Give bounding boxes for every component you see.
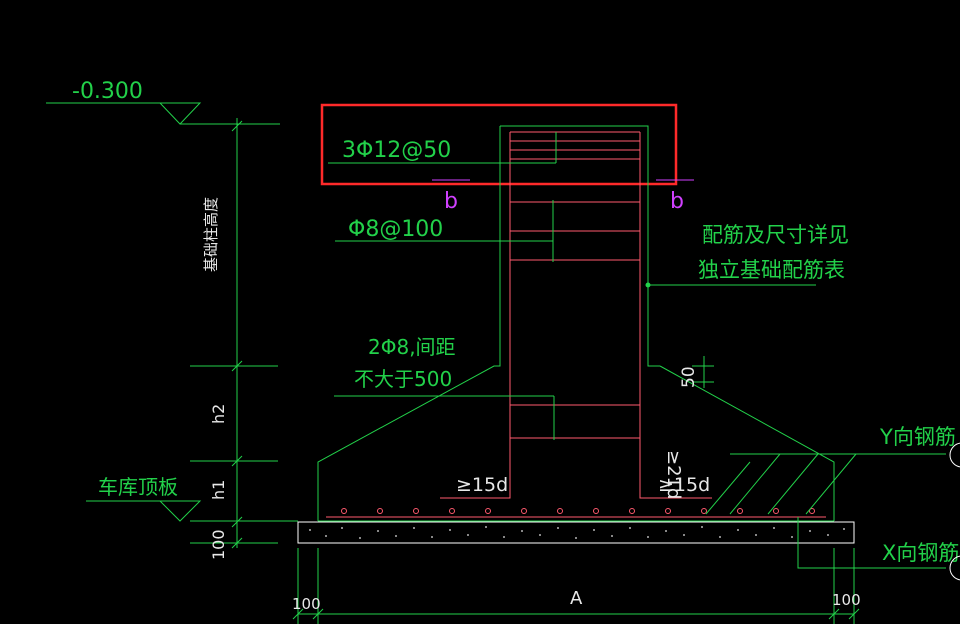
dim-50-label: 50: [679, 366, 699, 388]
bottom-dimension: [292, 548, 860, 624]
highlight-box: [320, 103, 678, 186]
note-leader: [645, 282, 816, 288]
column-rebar-cage: [440, 131, 712, 499]
leader-tie-bars: [334, 395, 555, 440]
x-rebar-leader: [797, 517, 946, 569]
garage-roof-label: 车库顶板: [98, 475, 178, 499]
elevation-label: -0.300: [72, 79, 143, 104]
dim-A-label: A: [570, 588, 583, 609]
tie-label-line1: 2Φ8,间距: [368, 335, 456, 359]
x-rebar-label: X向钢筋: [882, 541, 959, 565]
dim-100-left-label: 100: [209, 529, 228, 560]
cushion-layer: [297, 521, 855, 544]
dim-50: [692, 356, 714, 388]
rebar-mid-label: Φ8@100: [348, 217, 443, 242]
anchor-15d-left: ≥15d: [456, 474, 508, 496]
y-rebar-label: Y向钢筋: [879, 425, 956, 449]
dim-100-bottom-right: 100: [832, 591, 861, 609]
base-rebar: [326, 508, 826, 518]
section-b-right: b: [670, 189, 684, 214]
anchor-15d-right: ≥15d: [658, 474, 710, 496]
y-rebar-leader: [705, 453, 946, 515]
section-b-left: b: [444, 189, 458, 214]
column-height-label: 基础柱高度: [202, 197, 220, 272]
note-line1: 配筋及尺寸详见: [702, 223, 849, 247]
vertical-dimension: [190, 118, 298, 549]
rebar-top-label: 3Φ12@50: [342, 138, 451, 163]
tie-label-line2: 不大于500: [354, 367, 452, 391]
leader-rebar-top: [328, 132, 557, 164]
anchor-21d-label: ≥21d: [663, 450, 684, 499]
h2-label: h2: [209, 404, 228, 424]
note-line2: 独立基础配筋表: [698, 258, 845, 282]
leader-rebar-mid: [335, 200, 554, 262]
elevation-marker-top: [46, 102, 280, 125]
dim-100-bottom-left: 100: [292, 595, 321, 613]
h1-label: h1: [209, 480, 228, 500]
edge-markers: [949, 442, 960, 581]
column-outline: [317, 125, 835, 522]
garage-roof-marker: [86, 500, 202, 522]
